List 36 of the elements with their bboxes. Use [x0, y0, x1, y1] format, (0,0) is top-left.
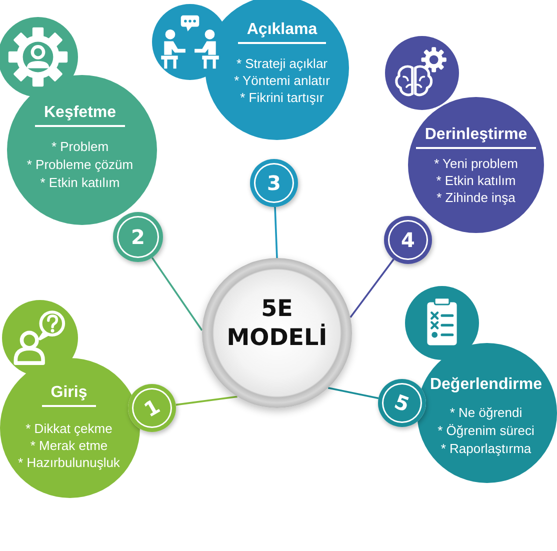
bullet-item: * Dikkat çekme: [26, 420, 112, 436]
step-number: 2: [131, 226, 145, 248]
number-badge: [378, 379, 426, 427]
bullet-item: * Probleme çözüm: [26, 156, 134, 174]
bullet-item: * Problem: [51, 138, 109, 156]
bullet-item: * Öğrenim süreci: [438, 422, 534, 440]
bullet-item: * Raporlaştırma: [440, 440, 532, 458]
connector-line: [151, 257, 203, 331]
center-title: 5E MODELİ: [226, 295, 328, 353]
bullet-item: * Yeni problem: [434, 154, 518, 172]
connector-line: [176, 396, 238, 406]
stage-title: Keşfetme: [34, 104, 126, 127]
stage-title: Açıklama: [238, 21, 326, 44]
bullet-item: * Hazırbulunuşluk: [18, 454, 120, 470]
number-badge: [250, 159, 298, 207]
bullet-item: * Etkin katılım: [40, 174, 120, 192]
step-number: 1: [140, 395, 164, 421]
step-number: 3: [267, 172, 281, 194]
connector-line: [350, 258, 394, 318]
bullet-item: * Fikrini tartışır: [240, 88, 324, 106]
bullet-item: * Zihinde inşa: [436, 188, 516, 206]
step-number: 4: [401, 229, 415, 251]
stage-title: Değerlendirme: [430, 376, 542, 394]
stage-title: Derinleştirme: [416, 126, 536, 149]
bullet-item: * Strateji açıklar: [236, 54, 328, 72]
bullet-item: * Ne öğrendi: [450, 404, 522, 422]
connector-line: [328, 387, 379, 400]
number-badge: [128, 384, 176, 432]
number-badge: [384, 216, 432, 264]
bullet-item: * Yöntemi anlatır: [234, 72, 330, 88]
stage-title: Giriş: [42, 384, 96, 407]
bullet-item: * Merak etme: [30, 436, 108, 454]
number-badge: [113, 212, 163, 262]
step-number: 5: [392, 390, 412, 416]
bullet-item: * Etkin katılım: [436, 172, 516, 188]
connector-line: [274, 206, 278, 258]
